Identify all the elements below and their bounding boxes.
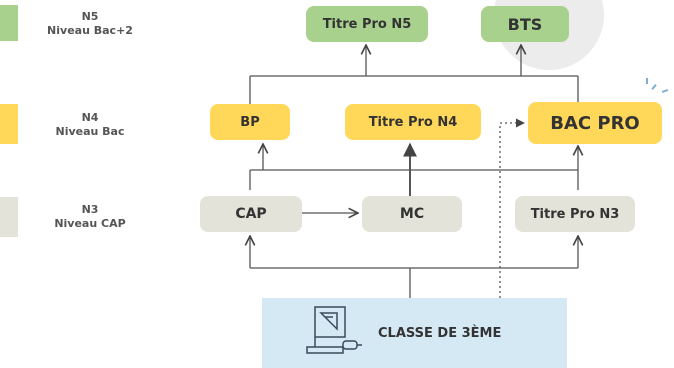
node-cap: CAP (200, 196, 302, 232)
legend-swatch-n3 (0, 197, 18, 237)
node-mc: MC (362, 196, 462, 232)
legend-level-n3: N3 (81, 203, 99, 216)
technical-drawing-icon (306, 306, 362, 354)
legend-label-n5: N5 Niveau Bac+2 (40, 10, 140, 38)
node-classe-3eme-label: CLASSE DE 3ÈME (378, 326, 502, 341)
legend-swatch-n4 (0, 104, 18, 144)
legend-label-n4: N4 Niveau Bac (40, 111, 140, 139)
legend-description-n3: Niveau CAP (54, 217, 126, 230)
legend-description-n5: Niveau Bac+2 (47, 24, 133, 37)
node-titre-pro-n5: Titre Pro N5 (306, 6, 428, 42)
decorative-tick (646, 78, 648, 84)
node-bp: BP (210, 104, 290, 140)
node-bts: BTS (481, 6, 569, 42)
node-titre-pro-n4: Titre Pro N4 (345, 104, 481, 140)
legend-description-n4: Niveau Bac (55, 125, 125, 138)
node-titre-pro-n3: Titre Pro N3 (515, 196, 635, 232)
legend-swatch-n5 (0, 5, 18, 41)
legend-level-n4: N4 (81, 111, 99, 124)
node-classe-3eme (262, 298, 567, 368)
legend-level-n5: N5 (81, 10, 99, 23)
node-bac-pro: BAC PRO (528, 102, 662, 144)
legend-label-n3: N3 Niveau CAP (40, 203, 140, 231)
